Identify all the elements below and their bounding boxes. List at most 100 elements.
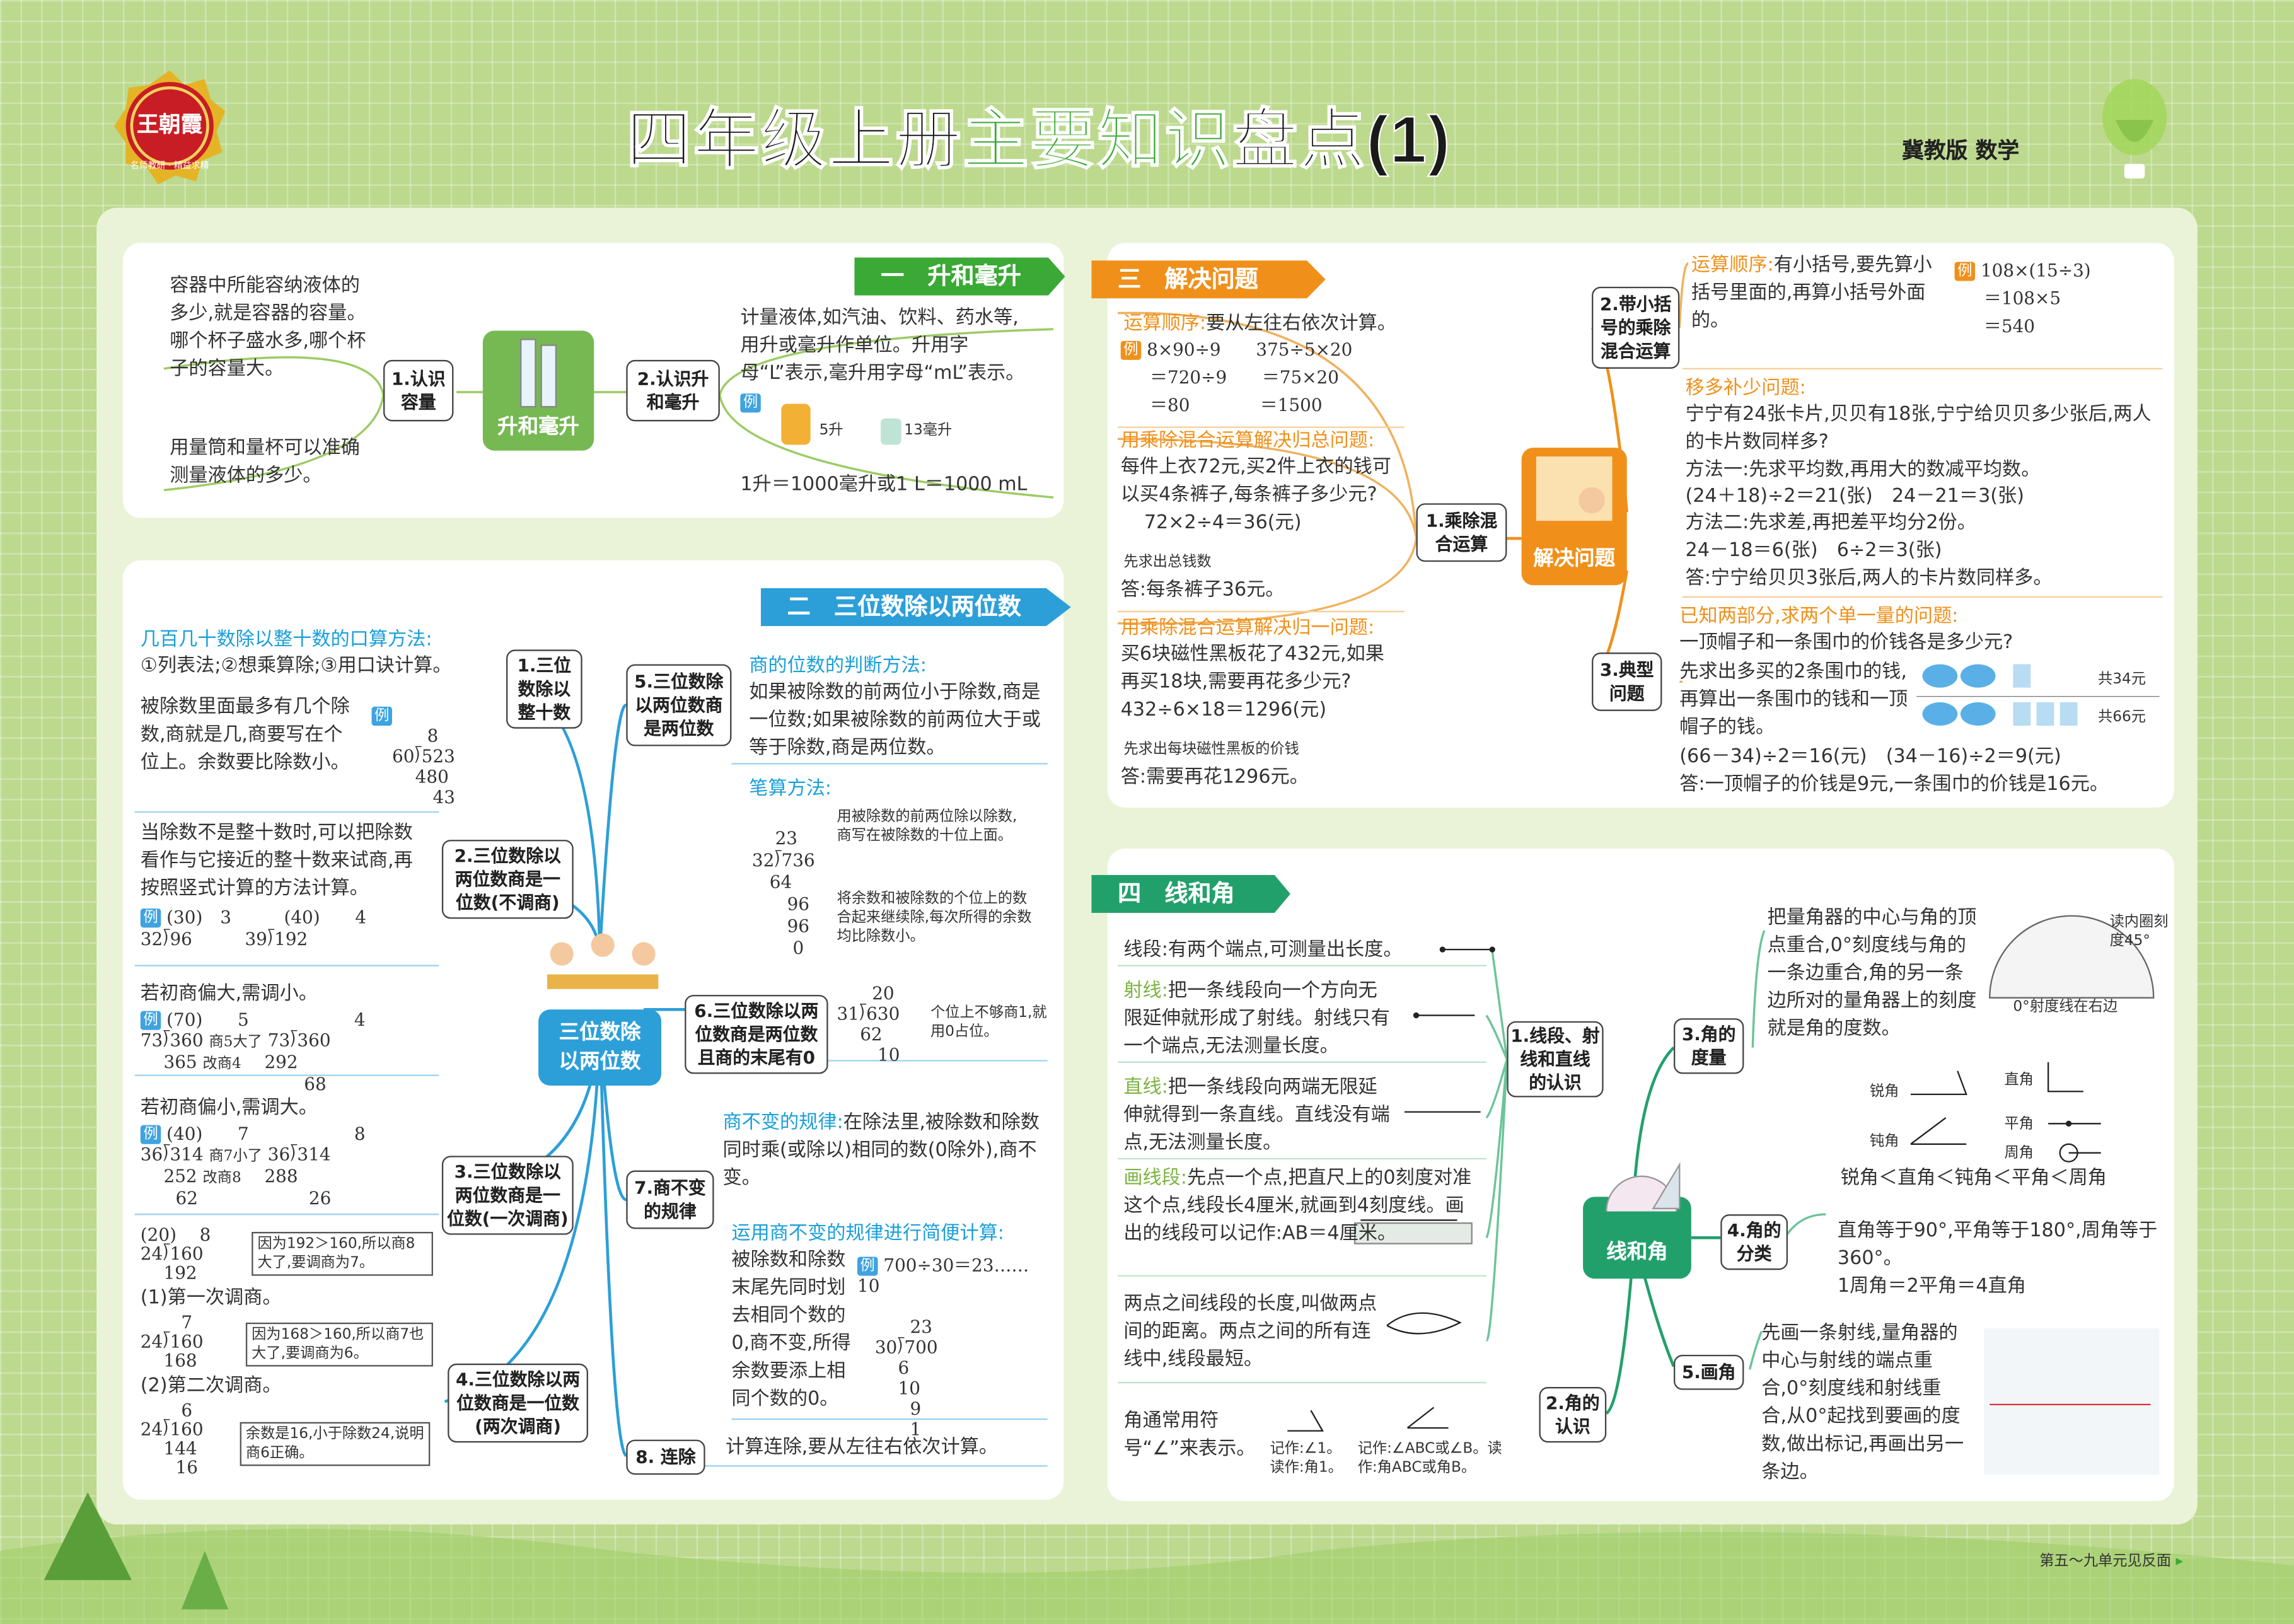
node-angle-types: 4.角的 分类 [1720,1214,1788,1270]
s4-l1: 线段:有两个端点,可测量出长度。 [1123,936,1445,964]
s4-l2: 射线:把一条线段向一个方向无限延伸就形成了射线。射线只有一个端点,无法测量长度。 [1123,977,1393,1060]
s2-r5b-comment2: 将余数和被除数的个位上的数合起来继续除,每次所得的余数均比除数小。 [837,891,1032,946]
node-mixed-ops: 1.乘除混 合运算 [1416,503,1507,562]
s2-a4-note2: 改商4 [202,1056,241,1073]
s3-l3-answer: 答:需要再花1296元。 [1120,767,1309,789]
section-2-banner: 二 三位数除以两位数 [760,588,1071,627]
straight-angle-icon [2048,1120,2101,1127]
s2-r8-text: 计算连除,要从左往右依次计算。 [726,1436,999,1459]
s3-r2-method2: 方法二:先求差,再把差平均分2份。 [1685,512,1976,535]
s2-a5-divisor: (40) [166,1123,203,1144]
caps-scarves-illustration: 共34元 共66元 [1916,658,2160,734]
s3-r3-title: 已知两部分,求两个单一量的问题: [1679,603,2148,630]
s4-l6-b: 记作:∠ABC或∠B。读作:角ABC或角B。 [1357,1441,1502,1476]
s3-l3-body: 买6块磁性黑板花了432元,如果再买18块,需要再花多少元? [1120,644,1384,694]
s2-a6-step2: (2)第二次调商。 [140,1375,282,1398]
obtuse-label: 钝角 [1869,1134,1899,1151]
s4-l4: 画线段:先点一个点,把直尺上的0刻度对准这个点,线段长4厘米,就画到4刻度线。画… [1123,1164,1480,1248]
s2-a5-note1: 商7小了 [209,1148,262,1165]
acute-label: 锐角 [1869,1084,1899,1101]
full-label: 周角 [2004,1146,2034,1162]
s4-l3-title: 直线: [1123,1077,1168,1099]
s2-a5-note2: 改商8 [202,1170,241,1187]
s3-l3-calc: 432÷6×18＝1296(元) [1120,699,1327,722]
s4-r2-full: 周角 [2004,1144,2033,1163]
s3-l1-ex3: ＝80 ＝1500 [1150,395,1323,416]
node-draw-angle: 5.画角 [1673,1354,1744,1390]
example-tag: 例 [140,1011,161,1030]
center-problem-label: 解决问题 [1533,547,1616,571]
s4-l3-body: 把一条线段向两端无限延伸就得到一条直线。直线没有端点,无法测量长度。 [1123,1077,1390,1155]
s4-l2-title: 射线: [1123,980,1168,1002]
s2-a2-text: 被除数里面最多有几个除数,商就是几,商要写在个位上。余数要比除数小。 [140,696,350,774]
s2-r5-body: 如果被除数的前两位小于除数,商是一位数;如果被除数的前两位大于或等于除数,商是两… [749,682,1041,760]
example-tag: 例 [140,1125,161,1144]
s3-r1-example: 例 108×(15÷3)＝108×5＝540 [1954,257,2160,340]
node-two-digit-quotient: 5.三位数除 以两位数商 是两位数 [626,664,732,746]
s3-r2-title: 移多补少问题: [1686,374,2154,402]
full-angle-icon [2059,1143,2101,1163]
medicine-volume: 13毫升 [904,422,953,439]
s2-a3-ex2: 32⟌96 39⟌192 [140,929,308,950]
brand-logo: 王朝霞 名师教研 · 精益求精 [111,67,228,185]
arrow-right-icon: ▸ [2175,1553,2184,1570]
s2-r5b-title-text: 笔算方法: [749,778,832,801]
node-angle-measure: 3.角的 度量 [1673,1018,1744,1074]
s3-r2-calc1: (24＋18)÷2＝21(张) 24－21＝3(张) [1685,485,2025,508]
title-part-3: 盘点(1) [1231,102,1452,178]
center-liters-label: 升和毫升 [497,415,580,439]
obtuse-angle-icon [1910,1117,1967,1145]
angle-1-icon [1287,1410,1324,1432]
s2-a1-title-text: 几百几十数除以整十数的口算方法: [140,629,432,651]
s3-r3-question: 一顶帽子和一条围巾的价钱各是多少元? [1679,632,2013,654]
s3-r3-price1: 共34元 [2098,671,2146,688]
s4-r3: 直角等于90°,平角等于180°,周角等于360°。 [1837,1220,2158,1270]
s3-l2-answer: 答:每条裤子36元。 [1120,579,1285,601]
s1-measure-text: 用量筒和量杯可以准确测量液体的多少。 [170,437,360,487]
oil-bottle-icon [781,403,901,445]
node-adjust-twice: 4.三位数除以两 位数商是一位数 (两次调商) [448,1363,588,1443]
example-tag: 例 [140,908,161,928]
s1-unit-text: 计量液体,如汽油、饮料、药水等,用升或毫升作单位。升用字母“L”表示,毫升用字母… [740,307,1025,385]
s2-r7-body: 在除法里,被除数和除数同时乘(或除以)相同的数(0除外),商不变。 [722,1111,1040,1190]
title-part-1: 四年级上册 [625,102,963,178]
s2-r5-title-text: 商的位数的判断方法: [749,655,927,678]
s2-a3-ex1: (30) 3 (40) 4 [166,907,367,928]
center-division: 三位数除 以两位数 [538,1009,662,1086]
center-liters: 升和毫升 [482,330,594,451]
s3-l2-title-text: 用乘除混合运算解决归总问题: [1120,430,1375,453]
s4-l5: 两点之间线段的长度,叫做两点间的距离。两点之间的所有连线中,线段最短。 [1123,1293,1377,1371]
s2-r7b-title: 运用商不变的规律进行简便计算: [731,1220,1047,1248]
s3-l1-ex2: ＝720÷9 ＝75×20 [1150,367,1340,388]
oil-volume: 5升 [819,422,843,439]
bookshelf-boy-icon [1536,456,1613,521]
s1-conversion: 1升＝1000毫升或1 L＝1000 mL [740,473,1028,496]
s2-a4-note1: 商5大了 [209,1034,262,1051]
section-1-banner: 一 升和毫升 [854,257,1065,296]
node-typical: 3.典型 问题 [1592,652,1662,711]
section-3-banner: 三 解决问题 [1091,260,1326,299]
right-angle-icon [2047,1062,2083,1093]
shortest-path-icon [1386,1312,1462,1335]
s2-r5b-comment1: 用被除数的前两位除以除数,商写在被除数的十位上面。 [837,809,1017,845]
angle-abc-icon [1406,1406,1449,1429]
s4-r2-obtuse: 钝角 [1870,1132,1899,1151]
page-title: 四年级上册主要知识盘点(1) [625,96,1452,184]
s4-r2-straight: 平角 [2004,1115,2033,1134]
children-illustration [535,931,670,1012]
s2-a6-box1: 因为192＞160,所以商8大了,要调商为7。 [252,1232,433,1276]
node-zero-quotient: 6.三位数除以两 位数商是两位数 且商的末尾有0 [685,995,828,1074]
s3-l2-title: 用乘除混合运算解决归总问题: [1121,427,1413,455]
s1-capacity-text: 容器中所能容纳液体的多少,就是容器的容量。哪个杯子盛水多,哪个杯子的容量大。 [170,275,366,381]
footer-note-text: 第五～九单元见反面 [2039,1553,2172,1570]
s2-a5-title: 若初商偏小,需调大。 [140,1097,318,1120]
s4-r4: 先画一条射线,量角器的中心与射线的端点重合,0°刻度线和射线重合,从0°起找到要… [1761,1322,1964,1484]
s3-l3-title: 用乘除混合运算解决归一问题: [1121,615,1413,642]
